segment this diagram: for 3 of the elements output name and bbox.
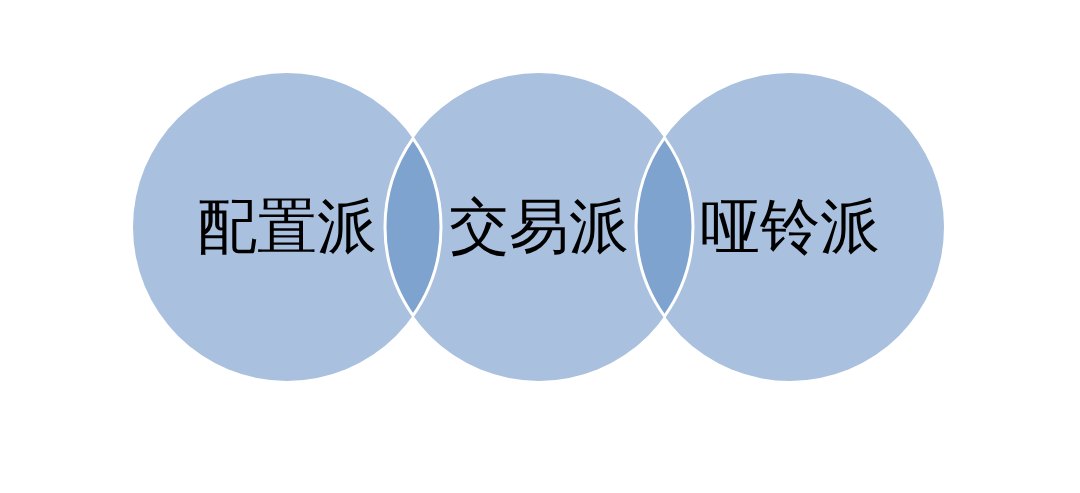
- circle-label: 配置派: [196, 189, 378, 263]
- circle-label: 哑铃派: [699, 189, 881, 263]
- circle-label: 交易派: [448, 189, 630, 263]
